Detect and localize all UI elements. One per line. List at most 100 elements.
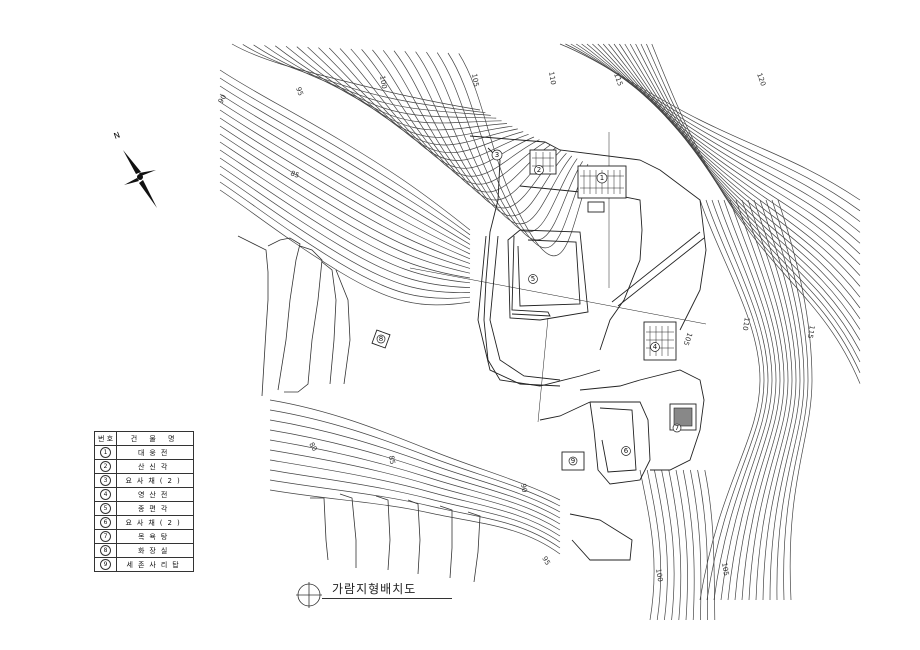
contour-line [759,199,801,601]
contour-line [269,489,561,555]
legend-header-name: 건 물 명 [116,431,195,446]
contour-line [447,52,589,249]
building-6: 6 [621,446,631,456]
contour-line [602,43,861,287]
contour-label: 105 [720,562,730,577]
contour-label: 105 [682,331,694,346]
building-3: 3 [491,149,503,161]
contour-line [592,43,861,266]
legend-name: 목욕탕 [116,529,195,544]
legend-name: 산신각 [116,459,195,474]
contour-line [565,43,861,212]
contour-line [219,149,471,279]
north-arrow-icon: N [113,130,157,208]
legend-number: 6 [100,517,112,528]
contour-line [219,157,471,284]
contour-line [640,43,861,363]
contour-label: 120 [755,72,767,87]
svg-text:5: 5 [531,275,535,283]
contour-label: 110 [547,71,557,86]
contour-line [635,43,861,352]
contour-line [741,199,789,601]
contour-line [458,53,594,257]
contour-line [705,199,765,601]
contour-line [697,469,709,621]
svg-text:3: 3 [495,151,499,159]
legend-number: 7 [100,531,112,542]
contour-line [219,109,471,255]
title-underline [322,598,452,599]
building-7: 7 [669,403,697,433]
contour-line [285,45,508,131]
legend-number: 2 [100,461,112,472]
contour-label: 95 [294,86,305,97]
contour-labels: 90 95 100 105 110 115 120 85 80 85 90 95… [217,71,816,583]
contour-line [723,199,777,601]
contour-line [328,47,529,161]
legend-number: 4 [100,489,112,500]
contour-line [624,43,861,330]
contour-label: 80 [307,441,318,453]
contour-line [372,49,551,193]
contour-line [219,125,471,264]
contour-label: 90 [217,93,228,105]
contour-line [219,77,471,236]
contour-label: 115 [612,72,624,87]
contour-line [269,449,561,531]
contour-line [581,43,861,244]
contour-line [269,469,561,543]
svg-text:8: 8 [379,335,383,343]
contour-line [339,48,535,169]
contour-line [253,44,491,116]
legend-number: 8 [100,545,112,556]
contour-line [242,44,486,114]
legend-number: 9 [100,559,112,570]
legend-name: 영산전 [116,487,195,502]
building-2: 2 [529,149,557,175]
contour-line [613,43,861,309]
contour-line [661,469,675,621]
legend-row: 7 목욕탕 [93,529,195,544]
contour-line [753,199,797,601]
contour-line [269,439,561,525]
contour-line [646,469,662,621]
contour-line [219,141,471,274]
contour-line [269,459,561,537]
legend-name: 화장실 [116,543,195,558]
contour-line [350,48,540,177]
contour-line [597,43,861,276]
legend-number: 5 [100,503,112,514]
contour-line [576,43,861,233]
contour-line [717,199,773,601]
contour-label: 110 [741,317,751,332]
terraced-fields [237,235,481,583]
contour-label: 115 [806,325,816,340]
legend-name: 대웅전 [116,445,195,460]
contour-line [219,173,471,293]
svg-text:1: 1 [600,174,604,182]
contour-line [608,43,861,298]
building-5: 5 [528,274,538,284]
contour-line [771,199,809,601]
contour-line [426,51,578,233]
contour-line [382,50,556,201]
legend-row: 8 화장실 [93,543,195,558]
building-8: 8 [371,329,391,349]
contour-line [586,43,861,255]
contour-line [393,50,562,209]
contour-line [690,469,702,621]
contour-line [729,199,781,601]
contour-lines [219,43,861,621]
contour-line [675,469,688,621]
buildings: 1 2 3 5 4 [371,149,697,471]
contour-line [765,199,805,601]
contour-line [219,69,471,231]
contour-line [269,409,561,507]
contour-line [219,181,471,299]
svg-text:9: 9 [571,457,575,465]
legend-row: 2 산신각 [93,459,195,474]
contour-line [654,469,668,621]
legend-name: 요사채(2) [116,473,195,488]
